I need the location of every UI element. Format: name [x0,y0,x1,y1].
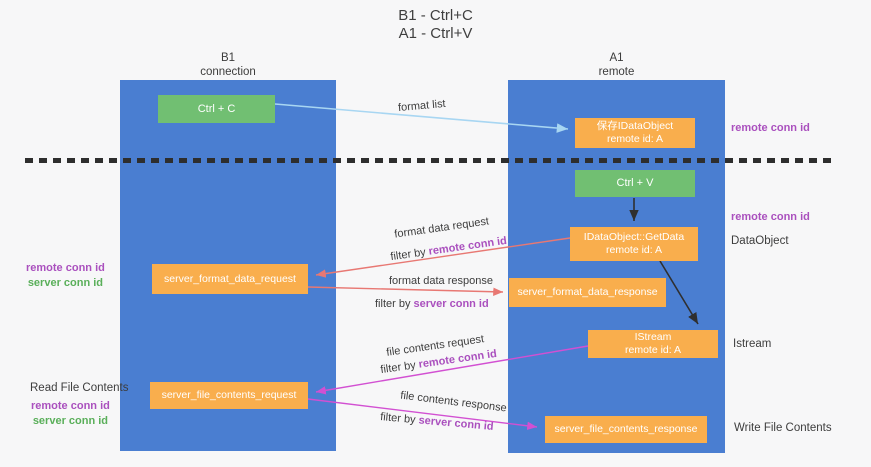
left-conn-id-block-1: remote conn id server conn id [26,261,105,291]
column-b1-subtitle: connection [200,65,256,78]
istream-remote-id: remote id: A [624,344,682,356]
dashed-separator [25,158,832,163]
filter-by-remote-conn-id-label-1: filter by remote conn id [390,235,508,263]
left-server-conn-id-2: server conn id [32,415,109,427]
file-contents-response-label: file contents response [399,389,508,415]
istream-annotation: Istream [733,338,772,350]
idataobject-getdata-node: IDataObject::GetData remote id: A [570,227,698,261]
server-conn-id-text: server conn id [418,414,495,433]
right-remote-conn-id-mid: remote conn id [731,211,810,223]
column-a1-name: A1 [609,52,624,64]
left-remote-conn-id-2: remote conn id [31,400,110,412]
filter-by-text: filter by [379,411,420,427]
server-format-data-request-label: server_format_data_request [164,272,296,285]
title-line-1: B1 - Ctrl+C [398,7,473,24]
filter-by-server-conn-id-label-1: filter by server conn id [375,298,489,310]
ctrl-c-label: Ctrl + C [197,102,236,115]
format-data-response-label: format data response [389,275,493,287]
server-file-contents-response-node: server_file_contents_response [545,416,707,443]
server-conn-id-text: server conn id [413,298,489,310]
save-idataobject-label: 保存IDataObject [596,120,674,132]
diagram-title: B1 - Ctrl+C A1 - Ctrl+V [0,7,871,43]
dataobject-annotation: DataObject [731,235,789,247]
server-format-data-response-label: server_format_data_response [517,286,658,298]
column-b1-name: B1 [220,52,236,64]
server-file-contents-request-node: server_file_contents_request [150,382,308,409]
title-line-2: A1 - Ctrl+V [398,25,473,42]
filter-by-text: filter by [379,358,420,377]
write-file-contents-annotation: Write File Contents [734,422,832,434]
filter-by-server-conn-id-label-2: filter by server conn id [380,411,494,433]
format-data-response-arrow [307,286,504,296]
save-idataobject-remote-id: remote id: A [606,133,664,145]
getdata-label: IDataObject::GetData [583,231,685,243]
right-remote-conn-id-top: remote conn id [731,122,810,134]
ctrl-v-label: Ctrl + V [616,177,654,189]
remote-conn-id-text: remote conn id [427,234,508,258]
save-idataobject-node: 保存IDataObject remote id: A [575,118,695,148]
server-format-data-response-node: server_format_data_response [509,278,666,307]
column-a1-subtitle: remote [598,65,635,78]
getdata-remote-id: remote id: A [605,244,663,256]
istream-node: IStream remote id: A [588,330,718,358]
ctrl-c-node: Ctrl + C [158,95,275,123]
ctrl-v-node: Ctrl + V [575,170,695,197]
column-header-a1: A1 remote [508,52,725,79]
istream-label: IStream [634,331,672,343]
read-file-contents-annotation: Read File Contents [30,382,129,394]
server-file-contents-request-label: server_file_contents_request [161,389,297,401]
server-format-data-request-node: server_format_data_request [152,264,308,294]
filter-by-text: filter by [389,245,430,264]
left-conn-id-block-2: remote conn id server conn id [31,399,110,429]
format-list-label: format list [397,97,447,115]
left-server-conn-id-1: server conn id [27,277,104,289]
column-header-b1: B1 connection [120,52,336,79]
format-data-request-label: format data request [393,215,490,241]
server-file-contents-response-label: server_file_contents_response [554,423,698,435]
filter-by-text: filter by [375,298,414,310]
left-remote-conn-id-1: remote conn id [26,262,105,274]
